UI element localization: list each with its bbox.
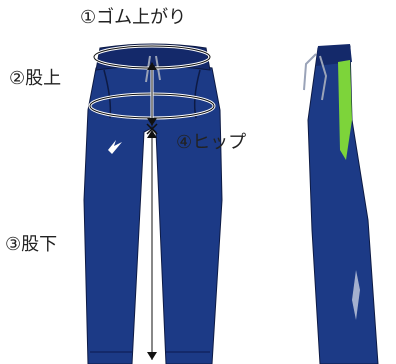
front-left-leg [83,59,153,364]
label-rise: ②股上 [9,68,62,89]
side-leg [307,45,379,364]
side-green-stripe [338,60,352,160]
label-waist-rise: ①ゴム上がり [80,7,187,28]
side-drawstring [303,53,328,101]
side-logo-icon [352,270,360,320]
swoosh-icon [108,140,122,154]
measurements [88,44,216,360]
label-inseam: ③股下 [5,234,58,255]
front-pants [83,43,223,364]
front-right-leg [151,59,223,364]
side-pants [303,44,379,364]
side-waistband [316,44,352,66]
label-hip: ④ヒップ [176,132,247,153]
